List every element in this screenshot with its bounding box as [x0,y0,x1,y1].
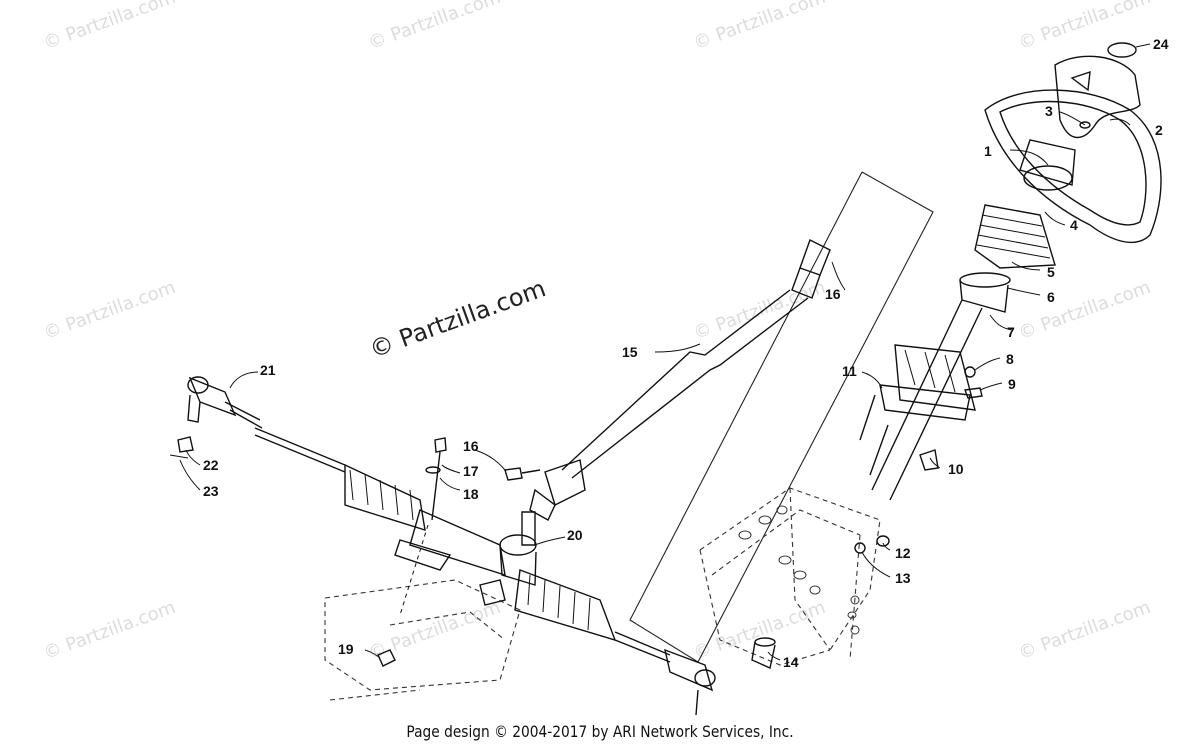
callout-23: 23 [203,483,219,499]
emblem-24 [1107,42,1137,58]
callout-24: 24 [1153,36,1169,52]
leader-lines [179,111,1131,661]
callout-5: 5 [1047,264,1055,280]
intermediate-shaft [529,239,831,521]
shaft-bushing [751,637,776,669]
callout-19: 19 [338,641,354,657]
callout-17: 17 [463,463,479,479]
castle-nut [177,436,194,453]
callout-20: 20 [567,527,583,543]
pivot-bolt [964,366,983,399]
cotter-pin [169,454,189,459]
horn-pad [1054,55,1141,139]
callout-1: 1 [984,143,992,159]
tie-rod-end-left [187,376,263,429]
callout-6: 6 [1047,289,1055,305]
callout-9: 9 [1008,376,1016,392]
callout-18: 18 [463,486,479,502]
callout-3: 3 [1045,103,1053,119]
column-bushing [959,272,1011,313]
mount-bolt [425,437,447,521]
callout-8: 8 [1006,351,1014,367]
callout-11: 11 [842,363,857,379]
callout-2: 2 [1155,122,1163,138]
exploded-group-outline [629,171,934,663]
steering-wheel [984,89,1162,244]
callout-12: 12 [895,545,911,561]
callout-4: 4 [1070,217,1078,233]
steering-column [859,299,983,501]
tie-rod-end-right [664,648,716,716]
callout-16-lower: 16 [463,438,479,454]
nut-19 [377,649,396,667]
callout-10: 10 [948,461,964,477]
frame-holes [738,505,860,635]
callout-21: 21 [260,362,276,378]
callout-22: 22 [203,457,219,473]
frame-bolts [854,535,890,554]
pinch-bolt [504,467,541,481]
callout-15: 15 [622,344,638,360]
callout-13: 13 [895,570,911,586]
callout-14: 14 [783,654,799,670]
floor-panel [324,579,521,701]
steering-rack [254,427,671,663]
column-boot [974,204,1056,269]
page-footer: Page design © 2004-2017 by ARI Network S… [406,722,794,741]
frame-outline [699,487,881,666]
callout-16-upper: 16 [825,286,841,302]
callout-7: 7 [1007,324,1015,340]
